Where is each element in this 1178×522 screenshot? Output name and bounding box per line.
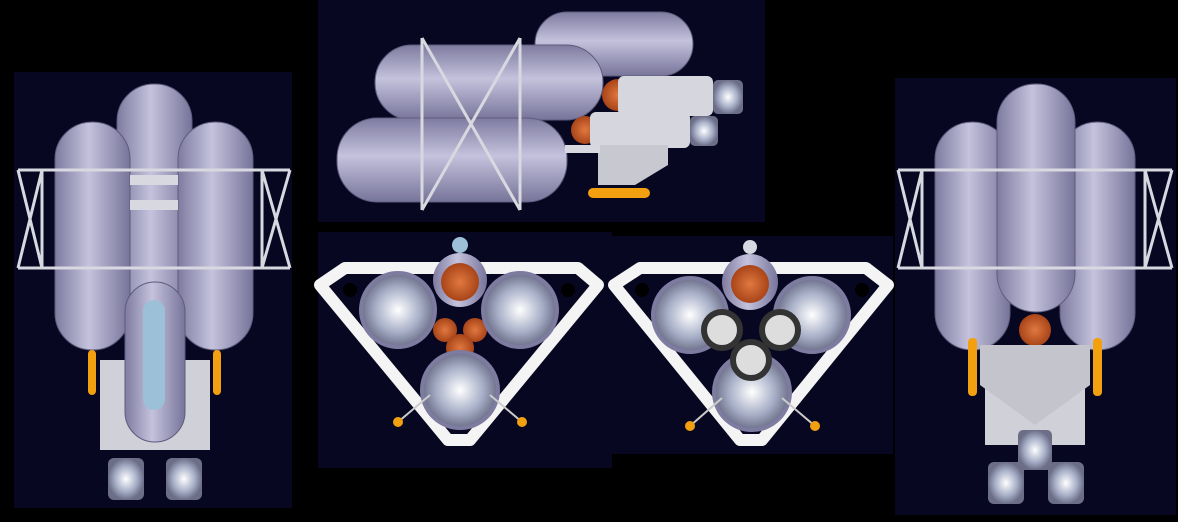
spacecraft-side-right (896, 83, 1174, 504)
spacecraft-rear-a (314, 237, 604, 446)
spacecraft-top (336, 11, 743, 211)
spacecraft-rear-b (608, 240, 894, 446)
spacecraft-side-left (16, 83, 292, 500)
